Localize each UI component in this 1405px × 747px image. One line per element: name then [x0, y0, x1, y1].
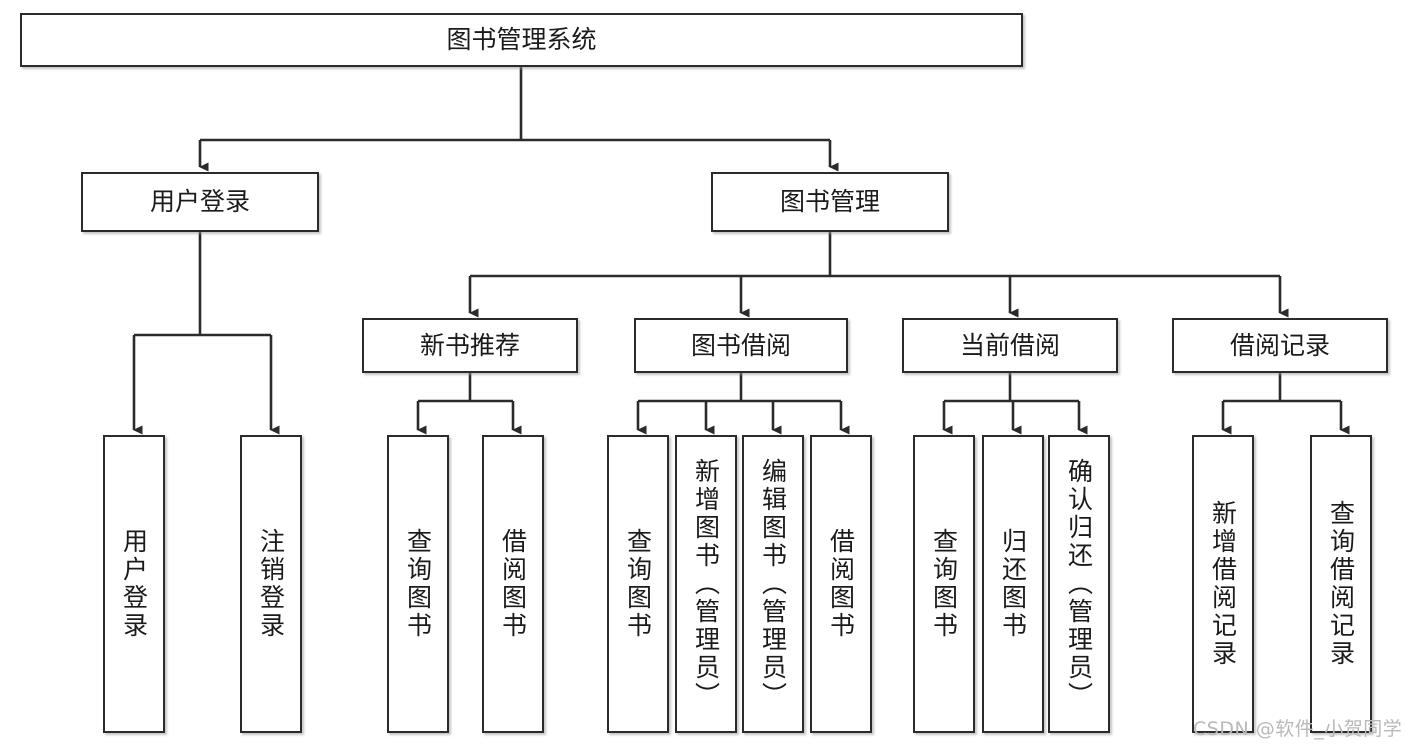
node-label: 查询图书	[403, 528, 433, 640]
leaf-node-query-book-borrow[interactable]: 查询图书	[607, 435, 669, 733]
node-label: 借阅图书	[826, 528, 856, 640]
node-label: 查询借阅记录	[1326, 500, 1356, 668]
leaf-node-query-book-current[interactable]: 查询图书	[913, 435, 975, 733]
node-label: 注销登录	[256, 528, 286, 640]
leaf-node-user-login[interactable]: 用户登录	[103, 435, 165, 733]
leaf-node-borrow-book[interactable]: 借阅图书	[810, 435, 872, 733]
node-label: 新书推荐	[419, 330, 520, 360]
node-label: 借阅记录	[1229, 330, 1330, 360]
node-book-borrow[interactable]: 图书借阅	[634, 318, 848, 373]
leaf-node-return-book[interactable]: 归还图书	[982, 435, 1044, 733]
node-new-book-recommend[interactable]: 新书推荐	[362, 318, 578, 373]
node-label: 归还图书	[998, 528, 1028, 640]
leaf-node-query-book-rec[interactable]: 查询图书	[387, 435, 449, 733]
leaf-node-borrow-book-rec[interactable]: 借阅图书	[482, 435, 544, 733]
node-book-management[interactable]: 图书管理	[711, 172, 949, 232]
node-borrow-record[interactable]: 借阅记录	[1172, 318, 1388, 373]
leaf-node-add-book-admin[interactable]: 新增图书（管理员）	[675, 435, 737, 733]
node-label: 查询图书	[929, 528, 959, 640]
node-current-borrow[interactable]: 当前借阅	[902, 318, 1118, 373]
leaf-node-confirm-return-admin[interactable]: 确认归还（管理员）	[1048, 435, 1110, 733]
node-label: 查询图书	[623, 528, 653, 640]
leaf-node-logout[interactable]: 注销登录	[240, 435, 302, 733]
node-label: 确认归还（管理员）	[1064, 458, 1094, 710]
node-label: 新增借阅记录	[1208, 500, 1238, 668]
leaf-node-query-borrow-record[interactable]: 查询借阅记录	[1310, 435, 1372, 733]
leaf-node-edit-book-admin[interactable]: 编辑图书（管理员）	[742, 435, 804, 733]
node-user-login[interactable]: 用户登录	[81, 172, 319, 232]
node-label: 当前借阅	[959, 330, 1060, 360]
node-root-system[interactable]: 图书管理系统	[20, 13, 1023, 67]
node-label: 用户登录	[119, 528, 149, 640]
node-label: 借阅图书	[498, 528, 528, 640]
node-label: 用户登录	[149, 187, 250, 217]
node-label: 图书管理	[779, 187, 880, 217]
node-label: 编辑图书（管理员）	[758, 458, 788, 710]
node-label: 图书借阅	[690, 330, 791, 360]
leaf-node-add-borrow-record[interactable]: 新增借阅记录	[1192, 435, 1254, 733]
node-label: 图书管理系统	[446, 25, 597, 55]
node-label: 新增图书（管理员）	[691, 458, 721, 710]
